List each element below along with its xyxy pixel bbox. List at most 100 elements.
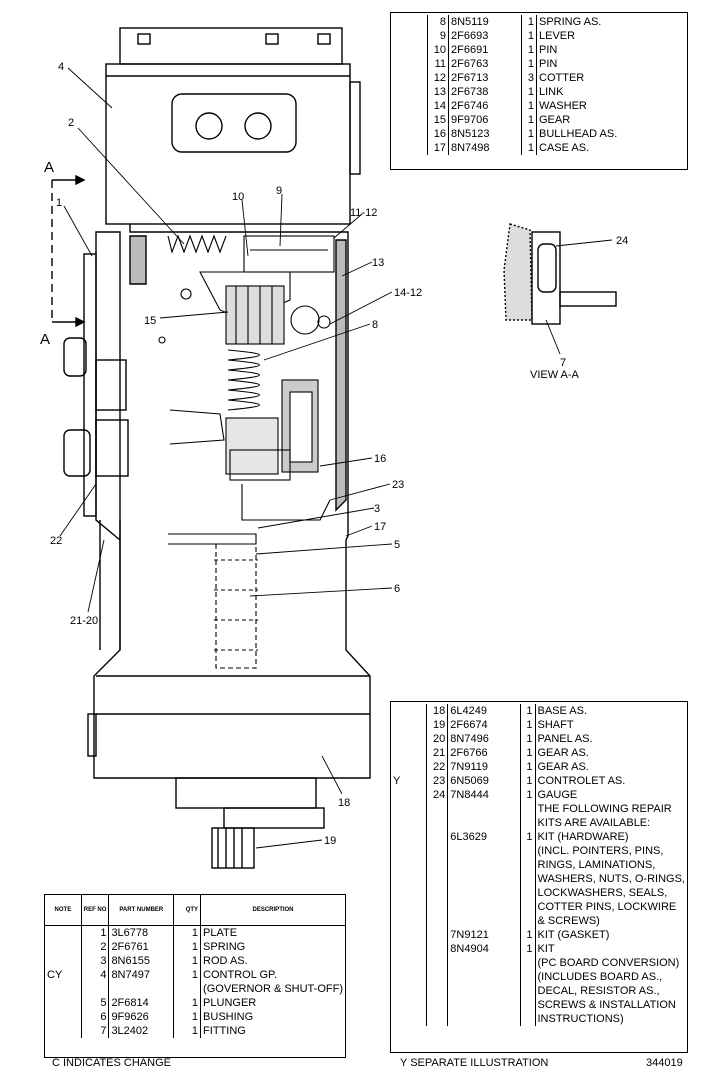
cell-note_blank xyxy=(391,43,428,57)
side-panel xyxy=(63,253,129,650)
cell-part: 8N5119 xyxy=(448,15,522,29)
callout-3: 3 xyxy=(374,503,380,515)
cell-ref xyxy=(81,982,110,996)
cell-desc: DECAL, RESISTOR AS., xyxy=(537,985,660,997)
cell-part: 7N9119 xyxy=(447,760,521,774)
cell-note xyxy=(391,970,428,984)
cell-ref xyxy=(426,830,449,844)
cell-note xyxy=(391,802,428,816)
cell-part: 7N8444 xyxy=(447,788,521,802)
cell-qty xyxy=(520,956,536,970)
cell-ref: 19 xyxy=(426,718,449,732)
cell-ref: 24 xyxy=(426,788,449,802)
cell-note xyxy=(391,830,428,844)
cell-qty: 1 xyxy=(520,928,536,942)
cell-desc: WASHER xyxy=(539,100,587,112)
cell-ref: 11 xyxy=(427,57,449,71)
callout-16: 16 xyxy=(374,453,386,465)
cell-part xyxy=(447,1012,521,1026)
cell-note xyxy=(391,872,428,886)
cell-note xyxy=(391,746,428,760)
cell-note xyxy=(45,1010,82,1024)
cell-ref xyxy=(426,1012,449,1026)
cell-qty: 1 xyxy=(173,968,202,982)
leader-lines xyxy=(59,67,613,849)
table-row: WASHERS, NUTS, O-RINGS, xyxy=(391,872,687,886)
cell-note xyxy=(391,718,428,732)
view-aa-detail xyxy=(503,223,617,325)
cell-qty: 1 xyxy=(173,1010,202,1024)
cell-part: 6N5069 xyxy=(447,774,521,788)
cell-desc: PLATE xyxy=(203,927,238,939)
cell-part xyxy=(447,998,521,1012)
cell-note xyxy=(391,942,428,956)
callout-18: 18 xyxy=(338,797,350,809)
cell-part: 2F6814 xyxy=(108,996,175,1010)
callout-22: 22 xyxy=(50,535,62,547)
cell-ref xyxy=(426,914,449,928)
cell-note xyxy=(391,816,428,830)
cell-part: 2F6738 xyxy=(448,85,522,99)
cell-part: 2F6713 xyxy=(448,71,522,85)
callout-24: 24 xyxy=(616,235,628,247)
table-row: LOCKWASHERS, SEALS, xyxy=(391,886,687,900)
cell-desc: SHAFT xyxy=(537,719,574,731)
cell-qty: 1 xyxy=(173,925,202,940)
cell-ref: 9 xyxy=(427,29,449,43)
cell-qty: 1 xyxy=(520,704,536,718)
cell-note xyxy=(391,998,428,1012)
cell-qty: 1 xyxy=(173,1024,202,1038)
cell-note_blank xyxy=(391,85,428,99)
cell-qty xyxy=(520,984,536,998)
cell-part: 2F6746 xyxy=(448,99,522,113)
cell-note xyxy=(45,954,82,968)
cell-qty xyxy=(520,998,536,1012)
cell-desc: KIT (GASKET) xyxy=(537,929,610,941)
callout-7: 7 xyxy=(560,357,566,369)
cell-qty xyxy=(520,872,536,886)
table-row: KITS ARE AVAILABLE: xyxy=(391,816,687,830)
table-row: & SCREWS) xyxy=(391,914,687,928)
cell-desc: GEAR AS. xyxy=(537,761,589,773)
cell-qty xyxy=(520,844,536,858)
table-row: RINGS, LAMINATIONS, xyxy=(391,858,687,872)
cell-desc: LOCKWASHERS, SEALS, xyxy=(537,887,668,899)
cell-ref: 5 xyxy=(81,996,110,1010)
cell-desc: BASE AS. xyxy=(537,705,588,717)
cell-desc: ROD AS. xyxy=(203,955,248,967)
cell-note_blank xyxy=(391,57,428,71)
callout-1: 1 xyxy=(56,197,62,209)
cell-note_blank xyxy=(391,113,428,127)
internal-mechanism xyxy=(158,234,335,669)
cell-ref xyxy=(426,942,449,956)
callout-2: 2 xyxy=(68,117,74,129)
cell-qty: 1 xyxy=(520,788,536,802)
cell-desc: CONTROL GP. xyxy=(203,969,278,981)
separate-illustration-note: Y SEPARATE ILLUSTRATION xyxy=(400,1057,549,1069)
cell-note xyxy=(391,984,428,998)
cell-part: 2F6761 xyxy=(108,940,175,954)
table-row: DECAL, RESISTOR AS., xyxy=(391,984,687,998)
callout-11-12: 11-12 xyxy=(350,207,377,219)
cell-desc: SPRING AS. xyxy=(539,16,602,28)
cell-desc: COTTER xyxy=(539,72,585,84)
cell-part: 8N7497 xyxy=(108,968,175,982)
callout-6: 6 xyxy=(394,583,400,595)
cell-part xyxy=(447,872,521,886)
callout-10: 10 xyxy=(232,191,244,203)
cell-note xyxy=(391,928,428,942)
